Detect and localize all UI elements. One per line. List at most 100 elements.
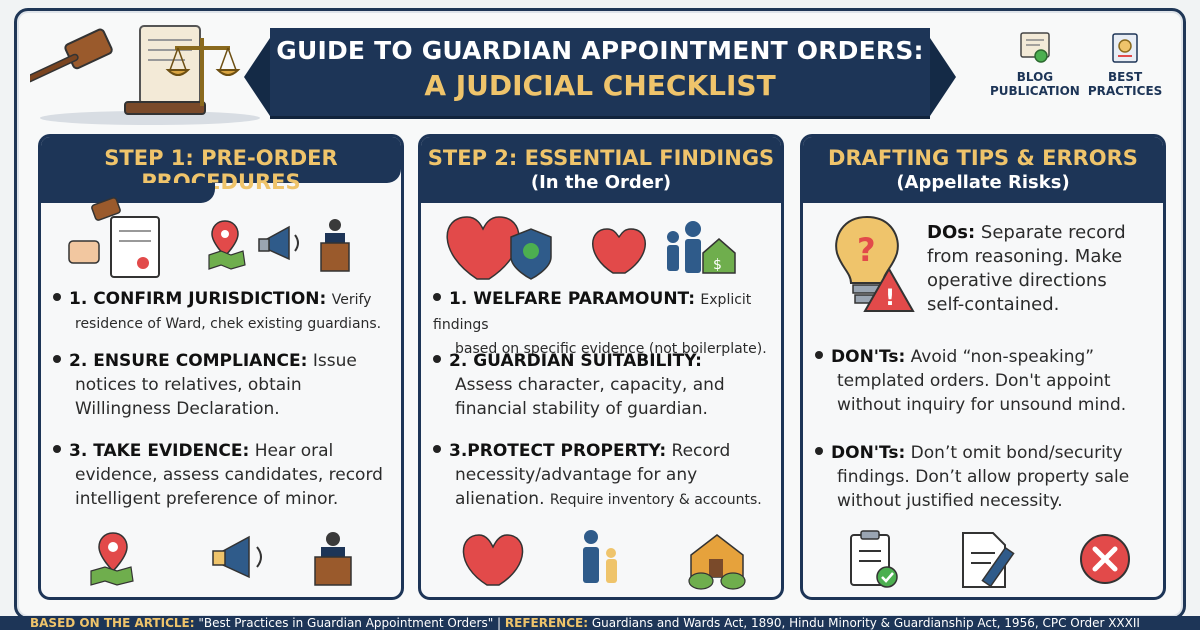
step1-bottom-icons — [90, 532, 352, 586]
item-text-cont: Assess character, capacity, and — [455, 375, 725, 395]
svg-text:$: $ — [713, 257, 722, 273]
bullet — [53, 293, 61, 301]
step1-heading: STEP 1: PRE-ORDER PROCEDURES — [41, 137, 401, 194]
donts-label: DON'Ts: — [831, 347, 906, 367]
parent-child-icon — [583, 530, 617, 583]
footer-based-label: BASED ON THE ARTICLE: — [30, 616, 195, 630]
item-text: Verify — [331, 292, 372, 308]
badge-best-line1: BEST — [1107, 70, 1143, 84]
item-label: 2. GUARDIAN SUITABILITY: — [449, 351, 702, 371]
step2-item-3: 3.PROTECT PROPERTY: Record necessity/adv… — [433, 439, 773, 512]
svg-text:!: ! — [885, 286, 895, 311]
donts-text: Don’t omit bond/security — [910, 443, 1123, 463]
tips-heading: DRAFTING TIPS & ERRORS — [828, 146, 1138, 170]
item-text-cont: evidence, assess candidates, record — [75, 465, 383, 485]
step2-item-2: 2. GUARDIAN SUITABILITY: Assess characte… — [433, 349, 773, 421]
step1-panel: STEP 1: PRE-ORDER PROCEDURES 1 — [38, 134, 404, 600]
certificate-icon — [1020, 32, 1050, 63]
donts-text: templated orders. Don't appoint — [837, 371, 1111, 391]
footer-bar: BASED ON THE ARTICLE: "Best Practices in… — [0, 616, 1200, 630]
item-text-cont: necessity/advantage for any — [455, 465, 698, 485]
podium-speaker-icon — [314, 532, 352, 586]
donts-text: findings. Don’t allow property sale — [837, 467, 1130, 487]
header-badges: BLOG PUBLICATION BEST PRACTICES — [990, 30, 1162, 114]
bullet — [433, 355, 441, 363]
tips-header: DRAFTING TIPS & ERRORS (Appellate Risks) — [803, 137, 1163, 203]
dos-label: DOs: — [927, 222, 976, 243]
donts-block-1: DON'Ts: Avoid “non-speaking” templated o… — [815, 345, 1155, 417]
dos-block: DOs: Separate record from reasoning. Mak… — [927, 221, 1155, 317]
checklist-icon — [850, 530, 898, 588]
tips-bottom-icons — [850, 530, 1130, 588]
heart-shield-icon — [446, 216, 552, 280]
podium-speaker-icon — [320, 219, 350, 272]
dos-text: Separate record — [980, 222, 1126, 243]
tips-panel: DRAFTING TIPS & ERRORS (Appellate Risks)… — [800, 134, 1166, 600]
dos-text: self-contained. — [927, 294, 1060, 315]
bullet — [433, 293, 441, 301]
step2-header: STEP 2: ESSENTIAL FINDINGS (In the Order… — [421, 137, 781, 203]
donts-label: DON'Ts: — [831, 443, 906, 463]
footer-based-text: "Best Practices in Guardian Appointment … — [198, 616, 505, 630]
bullet — [53, 355, 61, 363]
step1-item-1: 1. CONFIRM JURISDICTION: Verify residenc… — [53, 287, 393, 336]
best-practices-badge: BEST PRACTICES — [1088, 30, 1162, 114]
megaphone-icon — [258, 225, 299, 261]
dos-text: from reasoning. Make — [927, 246, 1123, 267]
gavel-document-icon — [68, 197, 160, 278]
item-label: 1. WELFARE PARAMOUNT: — [449, 289, 696, 309]
blog-publication-badge: BLOG PUBLICATION — [990, 30, 1080, 114]
item-label: 3. TAKE EVIDENCE: — [69, 441, 250, 461]
item-text: Explicit findings — [433, 292, 752, 333]
bullet — [53, 445, 61, 453]
step1-item-2: 2. ENSURE COMPLIANCE: Issue notices to r… — [53, 349, 393, 421]
bullet — [815, 447, 823, 455]
step2-bottom-icons — [462, 530, 746, 590]
step2-heading: STEP 2: ESSENTIAL FINDINGS — [427, 146, 775, 170]
step2-icons: $ — [446, 216, 736, 280]
item-text: Hear oral — [254, 441, 334, 461]
step1-heading-tab — [41, 183, 215, 203]
item-text-cont: based on specific evidence (not boilerpl… — [455, 341, 767, 357]
item-text-cont: notices to relatives, obtain — [75, 375, 302, 395]
item-text-cont: financial stability of guardian. — [455, 399, 708, 419]
error-x-icon — [1080, 534, 1130, 584]
step1-item-3: 3. TAKE EVIDENCE: Hear oral evidence, as… — [53, 439, 393, 511]
megaphone-icon — [212, 535, 262, 579]
step2-subheading: (In the Order) — [530, 172, 672, 193]
edit-document-icon — [962, 532, 1015, 588]
heart-icon — [462, 534, 524, 586]
donts-block-2: DON'Ts: Don’t omit bond/security finding… — [815, 441, 1155, 513]
badge-blog-line2: PUBLICATION — [990, 84, 1080, 98]
step2-item-1: 1. WELFARE PARAMOUNT: Explicit findings … — [433, 287, 773, 361]
step2-panel: STEP 2: ESSENTIAL FINDINGS (In the Order… — [418, 134, 784, 600]
checklist-badge-icon — [1112, 33, 1138, 63]
item-text-cont: Willingness Declaration. — [75, 399, 280, 419]
item-text-cont: residence of Ward, chek existing guardia… — [75, 316, 382, 332]
title-banner: GUIDE TO GUARDIAN APPOINTMENT ORDERS: A … — [244, 28, 956, 116]
family-house-icon: $ — [667, 221, 736, 274]
bullet — [815, 351, 823, 359]
donts-text: without justified necessity. — [837, 491, 1063, 511]
dos-text: operative directions — [927, 270, 1107, 291]
badge-blog-line1: BLOG — [1016, 70, 1054, 84]
lightbulb-warning-icon: ? ! — [835, 215, 915, 312]
item-label: 3.PROTECT PROPERTY: — [449, 441, 667, 461]
step1-icons — [68, 197, 350, 278]
badge-best-line2: PRACTICES — [1087, 84, 1163, 98]
map-pin-icon — [90, 532, 134, 586]
page-subtitle: A JUDICIAL CHECKLIST — [424, 69, 776, 102]
heart-icon — [592, 228, 646, 274]
house-money-icon — [688, 534, 746, 590]
item-text: Issue — [312, 351, 357, 371]
bullet — [433, 445, 441, 453]
footer-reference-label: REFERENCE: — [504, 616, 589, 630]
footer-reference-text: Guardians and Wards Act, 1890, Hindu Min… — [591, 616, 1140, 630]
item-text-cont: alienation. — [455, 489, 545, 509]
gavel-scales-illustration — [30, 25, 260, 125]
item-text-cont: intelligent preference of minor. — [75, 489, 339, 509]
item-label: 1. CONFIRM JURISDICTION: — [69, 289, 327, 309]
item-text-small: Require inventory & accounts. — [549, 492, 762, 508]
item-label: 2. ENSURE COMPLIANCE: — [69, 351, 308, 371]
item-text: Record — [671, 441, 731, 461]
